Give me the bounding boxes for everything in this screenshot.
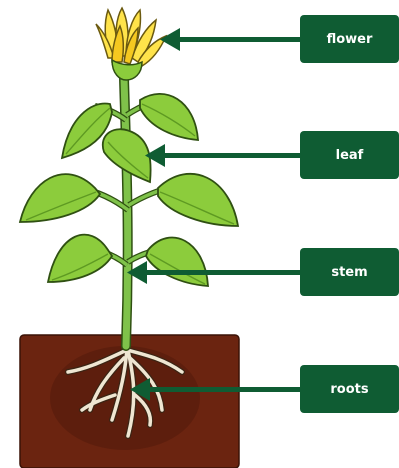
leaf-mid-left	[20, 174, 100, 222]
label-stem: stem	[300, 248, 399, 296]
label-leaf: leaf	[300, 131, 399, 179]
leaf-lower-left	[48, 235, 112, 282]
flower-drawing	[96, 8, 166, 80]
label-roots: roots	[300, 365, 399, 413]
label-flower-text: flower	[327, 32, 373, 47]
label-roots-text: roots	[330, 382, 368, 397]
label-flower: flower	[300, 15, 399, 63]
leaf-upper-right	[140, 94, 198, 140]
leaf-mid-right	[158, 174, 238, 226]
label-stem-text: stem	[331, 265, 367, 280]
leaf-lower-right	[146, 238, 208, 286]
arrow-flower-icon	[160, 28, 180, 51]
label-leaf-text: leaf	[336, 148, 364, 163]
